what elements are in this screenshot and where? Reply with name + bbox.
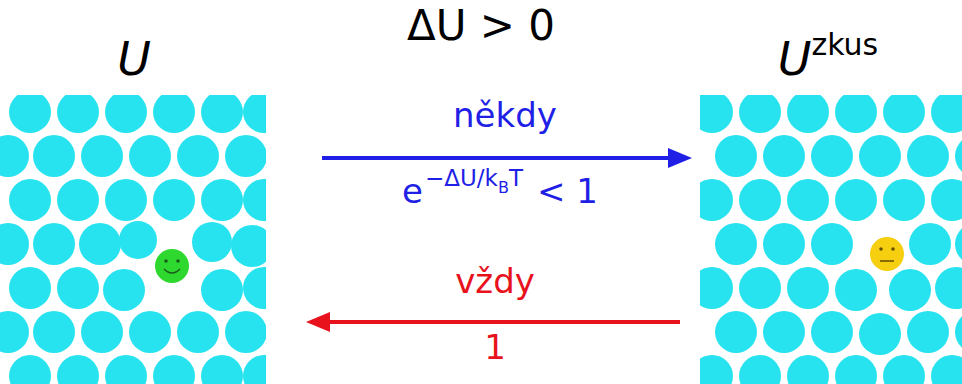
arrow-line [322, 156, 673, 160]
arrow-line [325, 320, 680, 324]
energy-symbol: U [117, 34, 151, 85]
formula-part: B [498, 178, 509, 197]
neutral-particle [870, 237, 904, 271]
box-heading: U [0, 34, 268, 85]
edge-label: někdy [453, 96, 557, 135]
box-heading: Uzkus [694, 34, 962, 85]
formula-part: 1 [484, 327, 506, 367]
diagram-title: ΔU > 0 [407, 2, 555, 50]
energy-symbol: U [778, 34, 812, 85]
energy-superscript: zkus [811, 28, 878, 61]
particles-left [0, 95, 266, 384]
particle-box: U [0, 34, 268, 384]
edge-label: vždy [455, 262, 535, 301]
arrow-head [668, 148, 692, 168]
formula: e−ΔU/kBT< 1 [402, 172, 598, 211]
formula-part: −ΔU/k [425, 165, 498, 191]
happy-particle [155, 249, 189, 283]
formula-part: T [509, 165, 523, 191]
formula-part: e [402, 171, 423, 211]
arrow-head [306, 312, 330, 332]
formula-part: < 1 [537, 171, 598, 211]
formula: 1 [484, 328, 506, 367]
particles-right [700, 95, 962, 384]
arrow-connector [322, 148, 692, 168]
particle-box: Uzkus [694, 34, 962, 384]
